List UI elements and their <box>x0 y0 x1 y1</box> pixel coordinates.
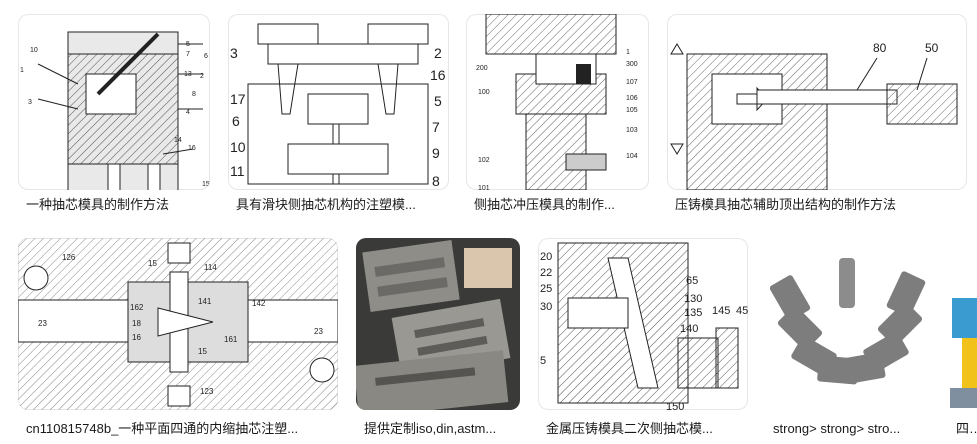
callout-label: 15 <box>202 181 210 188</box>
callout-label: 18 <box>132 319 141 328</box>
result-caption[interactable]: 四通 <box>956 421 977 436</box>
mold-drawing-image: 126 15 114 23 162 18 16 141 142 161 23 1… <box>18 238 338 410</box>
mold-photo-image <box>356 238 520 410</box>
callout-label: 6 <box>204 53 208 60</box>
result-thumbnail[interactable]: 3 2 16 17 5 6 10 7 11 9 8 <box>228 14 449 190</box>
callout-label: 16 <box>430 67 446 83</box>
mold-drawing-image: 3 2 16 17 5 6 10 7 11 9 8 <box>230 23 446 189</box>
result-thumbnail[interactable]: 80 50 <box>667 14 967 190</box>
callout-label: 300 <box>626 61 638 68</box>
callout-label: 102 <box>478 157 490 164</box>
callout-label: 106 <box>626 95 638 102</box>
callout-label: 126 <box>62 253 76 262</box>
callout-label: 23 <box>38 319 47 328</box>
callout-label: 45 <box>736 305 748 317</box>
callout-label: 7 <box>186 51 190 58</box>
callout-label: 16 <box>132 333 141 342</box>
result-caption[interactable]: 一种抽芯模具的制作方法 <box>26 197 170 212</box>
result-thumbnail[interactable]: 10 1 3 5 7 6 13 2 8 4 14 16 15 <box>18 14 210 190</box>
callout-label: 200 <box>476 65 488 72</box>
callout-label: 65 <box>686 275 698 287</box>
core-parts-image <box>765 238 929 410</box>
callout-label: 161 <box>224 335 238 344</box>
callout-label: 142 <box>252 299 266 308</box>
callout-label: 2 <box>200 73 204 80</box>
callout-label: 10 <box>230 139 246 155</box>
callout-label: 10 <box>30 47 38 54</box>
result-thumbnail[interactable] <box>765 238 929 410</box>
callout-label: 20 <box>540 251 552 263</box>
callout-label: 5 <box>186 41 190 48</box>
result-caption[interactable]: 压铸模具抽芯辅助顶出结构的制作方法 <box>675 197 897 212</box>
callout-label: 11 <box>230 163 245 179</box>
callout-label: 107 <box>626 79 638 86</box>
mold-drawing-image: 10 1 3 5 7 6 13 2 8 4 14 16 15 <box>20 31 210 190</box>
core-3d-image <box>946 238 977 410</box>
callout-label: 23 <box>314 327 323 336</box>
callout-label: 1 <box>20 67 24 74</box>
result-thumbnail[interactable] <box>356 238 520 410</box>
callout-label: 2 <box>434 45 442 61</box>
result-thumbnail[interactable] <box>946 238 977 410</box>
callout-label: 130 <box>684 293 702 305</box>
callout-label: 6 <box>232 113 240 129</box>
callout-label: 3 <box>230 45 238 61</box>
callout-label: 14 <box>174 137 182 144</box>
result-caption[interactable]: 金属压铸模具二次侧抽芯模... <box>546 421 713 436</box>
result-caption[interactable]: 侧抽芯冲压模具的制作... <box>474 197 615 212</box>
result-caption[interactable]: strong> strong> stro... <box>773 421 901 436</box>
callout-label: 22 <box>540 267 552 279</box>
callout-label: 4 <box>186 109 190 116</box>
callout-label: 101 <box>478 185 490 190</box>
callout-label: 15 <box>198 347 207 356</box>
callout-label: 103 <box>626 127 638 134</box>
callout-label: 140 <box>680 323 698 335</box>
mold-drawing-image: 200 300 107 100 106 105 103 102 104 101 … <box>476 14 638 190</box>
callout-label: 13 <box>184 71 192 78</box>
callout-label: 9 <box>432 145 440 161</box>
callout-label: 3 <box>28 99 32 106</box>
callout-label: 7 <box>432 119 440 135</box>
result-caption[interactable]: 具有滑块侧抽芯机构的注塑模... <box>236 197 416 212</box>
callout-label: 17 <box>230 91 246 107</box>
callout-label: 104 <box>626 153 638 160</box>
callout-label: 15 <box>148 259 157 268</box>
callout-label: 8 <box>192 91 196 98</box>
mold-drawing-image: 80 50 <box>670 41 958 190</box>
callout-label: 123 <box>200 387 214 396</box>
result-caption[interactable]: 提供定制iso,din,astm... <box>364 421 497 436</box>
callout-label: 30 <box>540 301 552 313</box>
callout-label: 8 <box>432 173 440 189</box>
callout-label: 100 <box>478 89 490 96</box>
callout-label: 5 <box>434 93 442 109</box>
callout-label: 141 <box>198 297 212 306</box>
callout-label: 150 <box>666 401 684 410</box>
callout-label: 114 <box>204 263 217 272</box>
callout-label: 105 <box>626 107 638 114</box>
callout-label: 50 <box>925 41 939 55</box>
result-thumbnail[interactable]: 126 15 114 23 162 18 16 141 142 161 23 1… <box>18 238 338 410</box>
callout-label: 16 <box>188 145 196 152</box>
result-thumbnail[interactable]: 20 22 25 30 65 130 135 140 145 45 5 150 <box>538 238 748 410</box>
result-caption[interactable]: cn110815748b_一种平面四通的内缩抽芯注塑... <box>26 421 299 436</box>
callout-label: 25 <box>540 283 552 295</box>
callout-label: 80 <box>873 41 887 55</box>
mold-drawing-image: 20 22 25 30 65 130 135 140 145 45 5 150 <box>540 242 748 410</box>
callout-label: 162 <box>130 303 144 312</box>
callout-label: 1 <box>626 49 630 56</box>
callout-label: 5 <box>540 355 546 367</box>
result-thumbnail[interactable]: 200 300 107 100 106 105 103 102 104 101 … <box>466 14 649 190</box>
callout-label: 135 <box>684 307 702 319</box>
callout-label: 145 <box>712 305 730 317</box>
